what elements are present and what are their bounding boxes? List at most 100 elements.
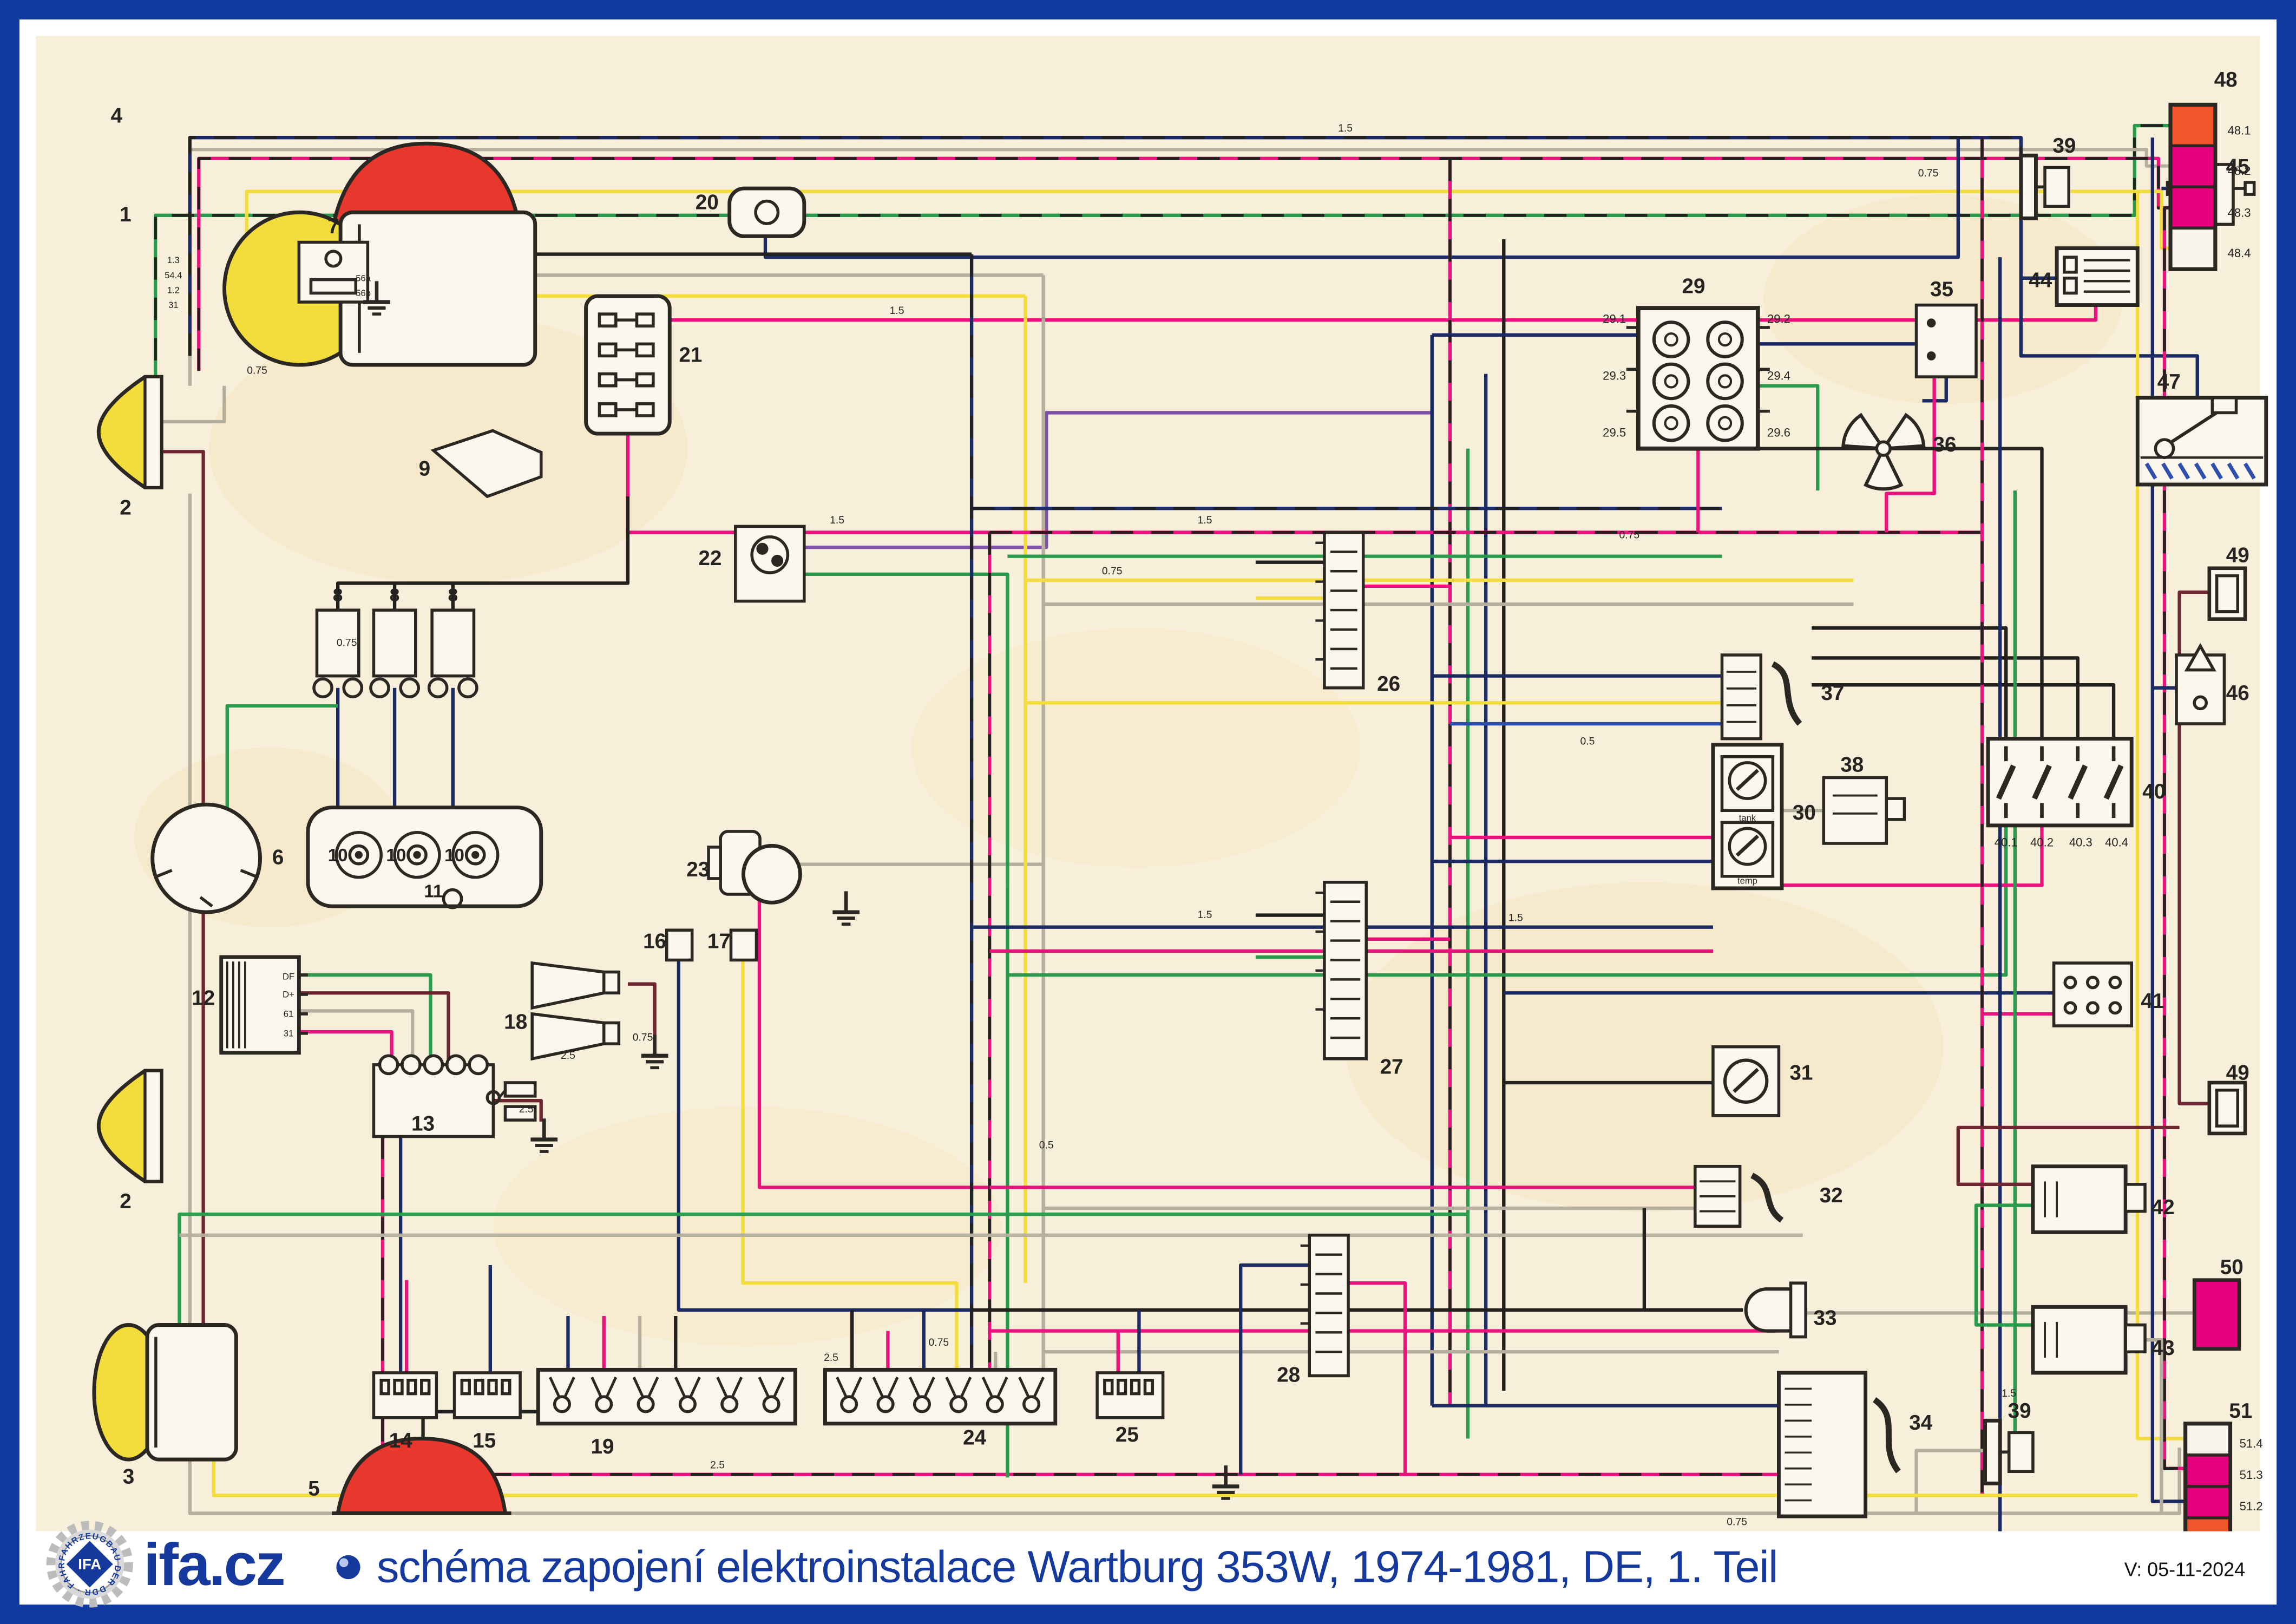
component-detail	[750, 535, 790, 574]
component-number: 51	[2229, 1399, 2252, 1423]
annotation-label: 0.75	[633, 1032, 653, 1044]
component-body	[487, 1378, 498, 1396]
detail-line	[606, 1377, 618, 1398]
annotation-label: 29.5	[1603, 426, 1626, 440]
component-number: 17	[707, 929, 731, 953]
detail-line	[2032, 764, 2052, 800]
component-number: 1	[120, 203, 131, 226]
component-number: 36	[1933, 433, 1956, 456]
component-number: 16	[643, 929, 666, 953]
stack-cell	[2183, 1422, 2232, 1457]
component-body	[598, 372, 618, 388]
component-number: 5	[308, 1477, 319, 1500]
component-27	[1315, 881, 1368, 1060]
component-detail	[1664, 374, 1678, 389]
component-number: 7	[327, 215, 339, 238]
component-body	[823, 1367, 1058, 1426]
wire	[1914, 1449, 1985, 1514]
component-detail	[1706, 320, 1744, 358]
wire	[299, 973, 432, 1065]
component-body	[1143, 1378, 1154, 1396]
component-detail	[150, 802, 262, 914]
component-number: 42	[2151, 1196, 2175, 1219]
component-body	[2063, 277, 2078, 295]
detail-line	[1735, 769, 1760, 791]
component-detail	[1717, 374, 1733, 389]
wires-layer	[154, 123, 2209, 1536]
fan-blade	[1841, 412, 1887, 451]
component-number: 8	[448, 585, 458, 605]
component-detail	[324, 250, 343, 268]
detail-line	[909, 1377, 921, 1398]
component-body	[635, 312, 655, 328]
detail-line	[2177, 462, 2190, 480]
component-detail	[678, 1395, 697, 1413]
component-body	[635, 402, 655, 417]
component-36	[1841, 412, 1926, 491]
component-number: 33	[1814, 1307, 1837, 1330]
component-body	[2124, 1183, 2147, 1213]
component-detail	[1664, 416, 1678, 430]
wire	[336, 496, 630, 611]
wire	[763, 137, 1960, 259]
component-number: 12	[192, 986, 215, 1010]
wire	[670, 305, 2098, 322]
stack-outline	[2168, 102, 2218, 271]
detail-line	[2210, 462, 2223, 480]
component-7	[297, 240, 370, 304]
annotation-label: 1.5	[1508, 913, 1523, 924]
wire	[225, 704, 338, 823]
stack-cell	[2169, 226, 2217, 271]
component-47	[2135, 396, 2268, 487]
component-detail	[1652, 362, 1690, 401]
component-body	[143, 1069, 163, 1183]
component-body	[2215, 1089, 2240, 1128]
component-number: 50	[2220, 1256, 2243, 1279]
detail-line	[2161, 462, 2174, 480]
wire	[1348, 1281, 1407, 1475]
component-number: 10	[328, 846, 348, 866]
annotation-label: 1.3	[167, 255, 180, 265]
component-body	[2124, 1323, 2147, 1353]
detail-line	[2169, 408, 2222, 444]
component-body	[584, 294, 672, 436]
component-14	[372, 1371, 438, 1419]
component-24	[823, 1367, 1058, 1426]
component-detail	[471, 851, 480, 859]
component-body	[460, 1378, 471, 1396]
component-body	[2215, 574, 2240, 613]
component-detail	[348, 844, 370, 866]
annotation-label: 51.3	[2240, 1468, 2263, 1482]
component-detail	[720, 1395, 739, 1413]
component-number: 47	[2157, 370, 2181, 394]
component-number: 27	[1380, 1055, 1403, 1078]
component-32	[1694, 1164, 1784, 1228]
wire	[1922, 377, 1948, 403]
annotation-label: 2.5	[824, 1352, 838, 1364]
component-number: 22	[698, 547, 721, 570]
footer-title: schéma zapojení elektroinstalace Wartbur…	[377, 1542, 1777, 1592]
detail-line	[1018, 1377, 1030, 1398]
component-detail	[1664, 332, 1678, 347]
detail-line	[647, 1377, 659, 1398]
detail-line	[2103, 764, 2124, 800]
component-detail	[464, 844, 486, 866]
component-body	[602, 970, 621, 995]
component-detail	[423, 1054, 444, 1076]
component-number: 28	[1277, 1363, 1300, 1386]
component-body	[1914, 303, 1978, 378]
component-20	[727, 186, 806, 238]
wire	[677, 960, 972, 1312]
component-26	[1315, 531, 1365, 690]
component-number: 9	[419, 457, 430, 480]
component-detail	[1717, 332, 1733, 347]
component-detail	[756, 542, 769, 555]
component-number: 45	[2226, 155, 2249, 178]
ground-symbol	[530, 1118, 558, 1153]
component-number: 10	[444, 846, 464, 866]
component-8	[427, 608, 478, 699]
footer-brand: ifa.cz	[143, 1531, 284, 1598]
component-body	[420, 1378, 431, 1396]
component-detail	[2085, 1001, 2100, 1015]
